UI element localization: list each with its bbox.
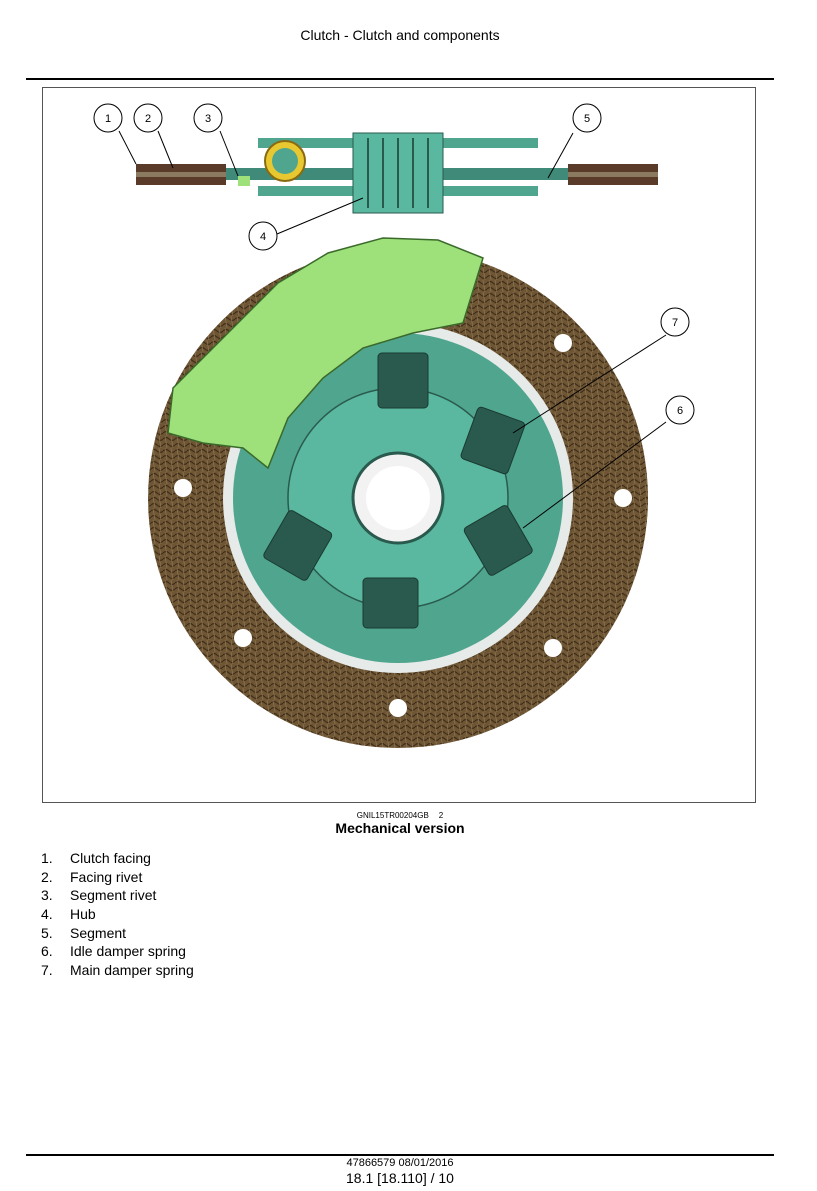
callout-3: 3 [205,113,211,125]
clutch-section-view [136,132,658,214]
figure-reference-code: GNIL15TR00204GB [356,811,429,820]
legend-label: Idle damper spring [70,943,186,960]
legend-item: 6. Idle damper spring [41,942,194,961]
figure-caption: Mechanical version [335,820,465,836]
legend-item: 2. Facing rivet [41,868,194,887]
legend-number: 1. [41,850,53,866]
callout-1: 1 [105,113,111,125]
page-header-title: Clutch - Clutch and components [300,27,500,43]
legend-number: 5. [41,924,53,941]
clutch-figure: 1 2 3 4 5 6 7 [42,87,756,803]
legend-number: 4. [41,906,53,923]
legend-label: Hub [70,906,96,923]
footer-rule [26,1154,774,1156]
legend-label: Segment rivet [70,887,157,904]
clutch-disc-view [148,237,648,748]
legend-item: 5. Segment [41,924,194,943]
legend-item: 3. Segment rivet [41,886,194,905]
legend-number: 6. [41,943,53,960]
legend-item: 1. Clutch facing [41,849,194,868]
callout-labels: 1 2 3 4 5 6 7 [93,103,695,529]
legend-label: Clutch facing [70,850,151,866]
legend-number: 7. [41,962,53,979]
footer-page-number: 18.1 [18.110] / 10 [346,1170,454,1186]
callout-5: 5 [584,113,590,125]
footer-document-id: 47866579 08/01/2016 [346,1157,454,1169]
legend-label: Main damper spring [70,962,194,979]
clutch-illustration: 1 2 3 4 5 6 7 [93,103,695,748]
callout-4: 4 [260,231,266,243]
legend-item: 7. Main damper spring [41,961,194,980]
figure-reference: GNIL15TR00204GB 2 [0,811,800,820]
legend-number: 3. [41,887,53,904]
legend-number: 2. [41,868,53,885]
legend-label: Segment [70,924,127,941]
parts-legend: 1. Clutch facing 2. Facing rivet 3. Segment… [41,849,194,980]
legend-item: 4. Hub [41,905,194,924]
callout-6: 6 [677,405,683,417]
legend-label: Facing rivet [70,868,143,885]
callout-2: 2 [145,113,151,125]
figure-number: 2 [438,811,444,820]
callout-7: 7 [672,317,678,329]
header-rule [26,78,774,80]
